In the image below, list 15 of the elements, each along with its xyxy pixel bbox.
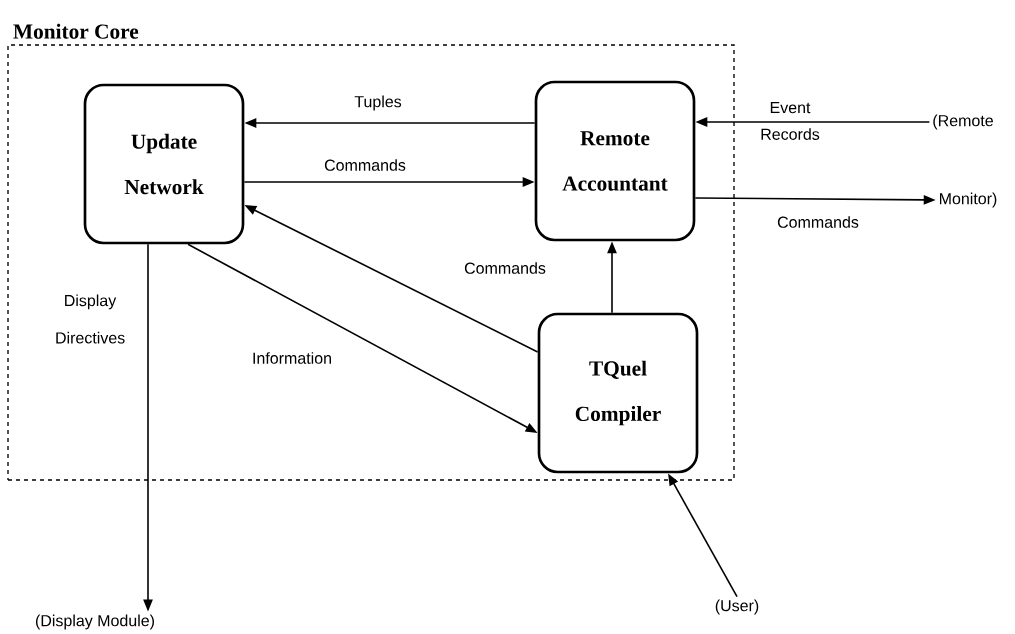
endpoint-label: (Display Module) [35, 614, 154, 630]
edge-label: Event Records [761, 102, 820, 140]
endpoint-label: Monitor) [940, 192, 997, 208]
process-box: Remote Accountant [534, 80, 696, 242]
edge-label: Commands [324, 159, 406, 171]
node-label: Monitor Core [13, 23, 139, 39]
process-box: TQuel Compiler [537, 312, 699, 474]
edge-label: Commands [464, 262, 546, 274]
edge-label: Commands [777, 216, 859, 228]
edge-label: Information [253, 352, 331, 364]
endpoint-label: (User) [715, 599, 759, 615]
endpoint-label: (Remote [933, 114, 993, 130]
edge-label: Display Directives [56, 294, 125, 344]
edge-label: Tuples [354, 95, 402, 111]
process-box: Update Network [83, 83, 245, 245]
